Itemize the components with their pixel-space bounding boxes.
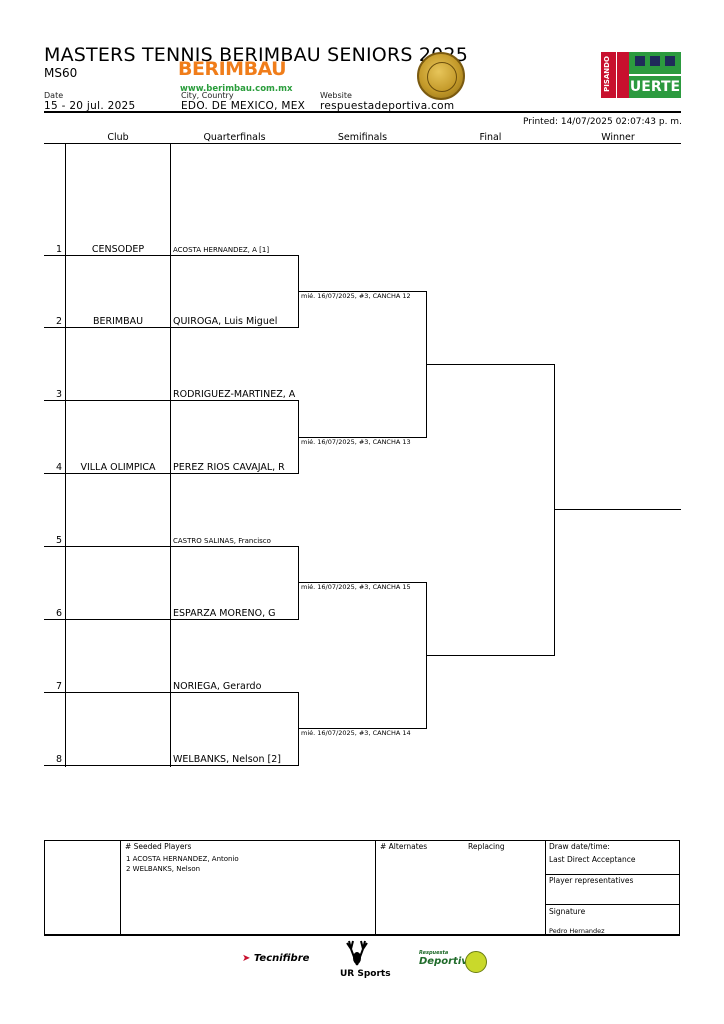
match-info-1: mié. 16/07/2025, #3, CANCHA 12 [301,292,411,300]
match-info-3: mié. 16/07/2025, #3, CANCHA 15 [301,583,411,591]
draw-number-6: 6 [56,608,63,619]
seeded-player-1: 1 ACOSTA HERNANDEZ, Antonio [126,855,239,863]
player-3: RODRIGUEZ-MARTINEZ, A [173,389,296,400]
player-6: ESPARZA MORENO, G [173,608,276,619]
event-code: MS60 [44,66,78,80]
footer-divider-3 [545,840,546,935]
club-column-divider [65,143,66,767]
draw-line-3 [44,400,298,401]
player-1: ACOSTA HERNANDEZ, A [1] [173,246,270,254]
signer-name: Pedro Hernandez [549,927,605,935]
footer-divider-2 [375,840,376,935]
club-4: VILLA OLIMPICA [80,462,156,473]
winner-line [554,509,681,510]
qf-connector-4 [298,692,299,766]
club-2: BERIMBAU [92,316,144,327]
footer-row-rule-1 [545,874,680,875]
website-label: Website [320,91,352,100]
date-label: Date [44,91,64,100]
final-line-1 [426,364,554,365]
berimbau-url: www.berimbau.com.mx [180,84,293,94]
club-1: CENSODEP [91,244,145,255]
date-value: 15 - 20 jul. 2025 [44,100,136,112]
match-info-4: mié. 16/07/2025, #3, CANCHA 14 [301,729,411,737]
sf-line-3 [298,582,426,583]
tournament-title: MASTERS TENNIS BERIMBAU SENIORS 2025 [44,44,469,66]
respuesta-deportiva-logo: Respuesta Deportiva [419,950,489,974]
website-value: respuestadeportiva.com [320,100,455,112]
ursports-logo: UR Sports [340,969,391,979]
replacing-header: Replacing [468,842,505,851]
draw-line-5 [44,546,298,547]
draw-line-6 [44,619,298,620]
player-7: NORIEGA, Gerardo [173,681,262,692]
header-rule [44,111,681,113]
column-final: Final [479,132,502,143]
player-8: WELBANKS, Nelson [2] [173,754,281,765]
final-connector [554,364,555,656]
draw-number-2: 2 [56,316,63,327]
draw-line-7 [44,692,298,693]
draw-number-8: 8 [56,754,63,765]
player-column-divider [170,143,171,767]
city-value: EDO. DE MEXICO, MEX [181,100,306,112]
column-header-rule [44,143,681,144]
draw-number-7: 7 [56,681,63,692]
deer-antlers-icon [341,935,373,967]
qf-connector-3 [298,546,299,620]
match-info-2: mié. 16/07/2025, #3, CANCHA 13 [301,438,411,446]
footer-row-rule-2 [545,904,680,905]
player-4: PEREZ RIOS CAVAJAL, R [173,462,285,473]
tecnifibre-logo: ➤ Tecnifibre [242,953,310,964]
last-direct-acceptance-label: Last Direct Acceptance [549,855,636,864]
footer-divider-1 [120,840,121,935]
draw-line-1 [44,255,298,256]
berimbau-logo: BERIMBAU [178,58,287,80]
tecnifibre-mark-icon: ➤ [242,953,251,964]
seeded-player-2: 2 WELBANKS, Nelson [126,865,201,873]
mexico-seal-icon [417,52,465,100]
column-semifinals: Semifinals [337,132,388,143]
draw-datetime-label: Draw date/time: [549,842,610,851]
draw-line-4 [44,473,298,474]
draw-line-2 [44,327,298,328]
draw-line-8 [44,765,298,766]
seeded-header: # Seeded Players [125,842,192,851]
column-club: Club [107,132,129,143]
draw-number-3: 3 [56,389,63,400]
player-2: QUIROGA, Luis Miguel [173,316,278,327]
signature-label: Signature [549,907,586,916]
player-5: CASTRO SALINAS, Francisco [173,537,271,545]
printed-timestamp: Printed: 14/07/2025 02:07:43 p. m. [523,117,682,127]
column-winner: Winner [601,132,635,143]
sf-line-4 [298,728,426,729]
city-label: City, Country [181,91,234,100]
sf-line-2 [298,437,426,438]
draw-number-5: 5 [56,535,63,546]
sf-line-1 [298,291,426,292]
final-line-2 [426,655,554,656]
player-representatives-label: Player representatives [549,876,634,885]
tennis-ball-icon [465,951,487,973]
draw-number-1: 1 [56,244,63,255]
pisando-fuerte-logo: PISANDO UERTE [601,52,681,98]
footer-bottom-rule [44,934,680,936]
draw-number-4: 4 [56,462,63,473]
column-quarterfinals: Quarterfinals [203,132,266,143]
alternates-header: # Alternates [380,842,428,851]
